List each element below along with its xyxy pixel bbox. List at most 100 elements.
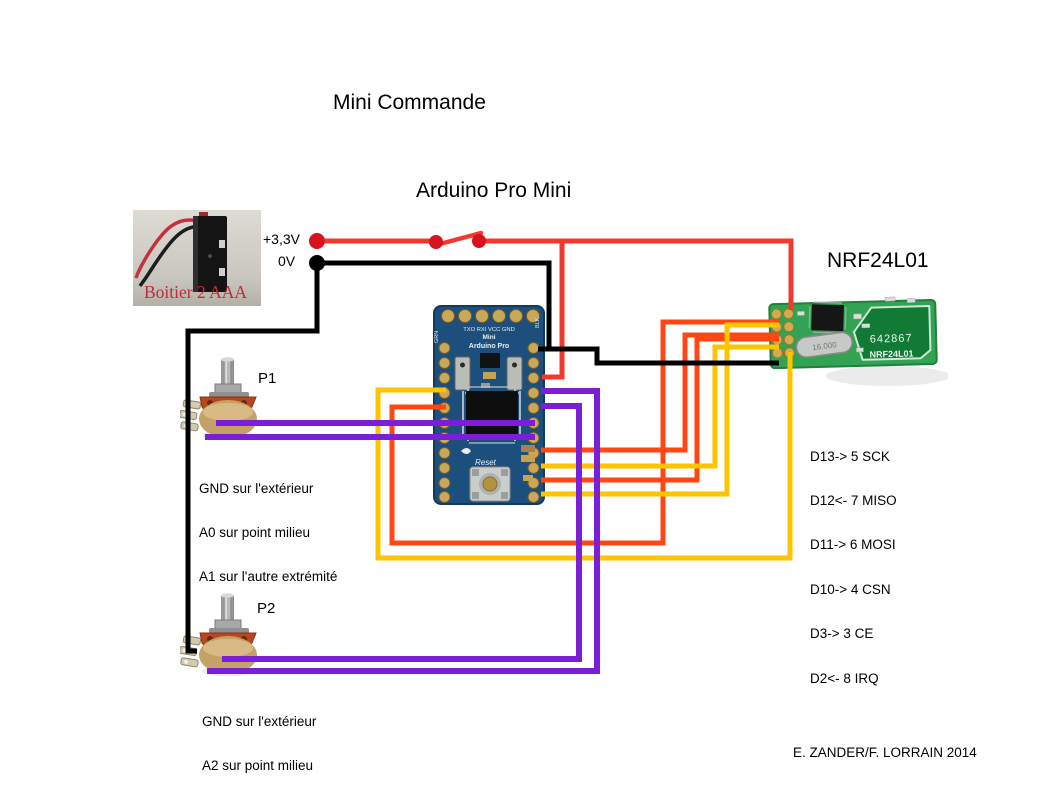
arduino-mini-silkscreen: Mini [483,334,496,341]
page-title: Mini Commande [333,91,486,114]
battery-contact-top [219,240,225,248]
pot2-photo [180,593,257,676]
arduino-mcu [462,386,521,444]
pin-map-miso: D12<- 7 MISO [810,492,897,508]
pot1-note-a1: A1 sur l'autre extrémité [199,568,338,584]
arduino-blk-label: BLK [535,317,541,328]
pot1-notes: GND sur l'extérieur A0 sur point milieu … [199,453,337,614]
switch-contact-left-dot [429,235,443,249]
pot2-note-gnd: GND sur l'extérieur [202,714,317,730]
battery-black-lead [138,224,204,288]
battery-holder-highlight [193,216,198,292]
arduino-smd [521,455,535,462]
battery-screw [208,254,212,258]
nrf-pcb-group: 642867 NRF24L01 16.000 [768,296,938,370]
arduino-component-left [454,356,471,391]
nrf-name-silkscreen: NRF24L01 [869,348,913,359]
arduino-component-dot [512,362,517,368]
pot2-body-highlight [203,639,253,657]
nrf-serial-silkscreen: 642867 [870,332,913,345]
pin-map-mosi: D11-> 6 MOSI [810,537,896,553]
pot1-shaft-top [221,357,234,362]
arduino-mcu-body [466,391,518,439]
switch-lever [433,230,484,248]
pot2-lug-hole [183,659,188,664]
arduino-regulator [480,353,500,368]
nrf-antenna-zone [852,305,932,361]
pot1-body-highlight [203,403,253,421]
battery-minus-terminal-dot [309,255,325,271]
battery-red-lead [134,218,202,279]
nrf-shadow [826,366,948,386]
arduino-pro-silkscreen: Arduino Pro [469,343,509,350]
nrf-module-photo: 642867 NRF24L01 16.000 [768,296,948,386]
battery-photo: Boitier 2 AAA [133,210,261,306]
pin-map-csn: D10-> 4 CSN [810,581,891,597]
pot2-note-a2: A2 sur point milieu [202,757,314,773]
nrf-pin-mapping: D13-> 5 SCK D12<- 7 MISO D11-> 6 MOSI D1… [810,420,897,716]
battery-caption: Boitier 2 AAA [144,282,247,302]
arduino-reset-silkscreen: Reset [475,458,497,467]
nrf-title: NRF24L01 [827,249,929,272]
arduino-pad [475,309,489,323]
pin-map-ce: D3-> 3 CE [810,626,874,642]
arduino-board: GRN BLK TXO RXI VCC GND Mini Arduino Pro… [433,305,545,505]
pot2-lugs [180,635,202,668]
pot2-lug [182,635,202,646]
arduino-reset-button [469,466,511,502]
pot2-notes: GND sur l'extérieur A2 sur point milieu … [202,686,340,793]
wire-vcc-arduino-branch [542,241,565,380]
pin-map-irq: D2<- 8 IRQ [810,670,879,686]
arduino-pad [509,309,523,323]
arduino-pad [458,309,472,323]
wire-d13-sck [541,332,779,453]
pot1-lug [182,399,202,410]
arduino-smd [521,445,535,452]
nrf-crystal-can [795,331,853,358]
arduino-reset-corner [501,469,508,476]
arduino-capacitor [483,372,496,379]
pot2-shaft-top [221,593,234,598]
wire-d10-csn [541,322,779,497]
wire-vcc-segment2 [479,238,794,310]
credit-line: E. ZANDER/F. LORRAIN 2014 [793,745,977,760]
wire-d11-mosi [541,336,779,483]
red-wires [309,230,794,380]
nrf-chip-body [811,304,844,332]
zero-volt-label: 0V [278,253,296,269]
arduino-reset-corner [501,492,508,499]
switch-contact-right-dot [472,234,486,248]
pot1-lug [180,410,198,421]
pot2-lug [180,657,199,668]
pot1-note-a0: A0 sur point milieu [199,524,311,540]
nrf-crystal: 16.000 [795,331,853,358]
nrf-passives [797,296,916,353]
pot1-photo [180,357,257,440]
pin-map-sck: D13-> 5 SCK [810,448,890,464]
wire-gnd-to-nrf [538,346,779,366]
arduino-reset-plunger [482,476,498,492]
arduino-smd [523,475,533,481]
arduino-component-right [506,356,523,391]
nrf-crystal-label: 16.000 [812,340,838,352]
plus-3v3-label: +3,3V [263,231,300,247]
pot2-nut [214,619,242,630]
pot1-lugs [180,399,202,432]
wire-d12-miso [541,344,779,469]
nrf-chip [808,301,847,334]
arduino-pad [492,309,506,323]
pot2-lug [180,646,198,657]
arduino-grn-label: GRN [434,331,440,343]
arduino-component-dot [460,362,465,368]
battery-plus-terminal-dot [309,233,325,249]
arduino-title: Arduino Pro Mini [416,179,572,202]
arduino-pad [441,309,455,323]
pot1-nut [214,383,242,394]
pot1-lug [180,421,199,432]
arduino-header-silkscreen: TXO RXI VCC GND [463,327,515,333]
battery-contact-bottom [219,268,225,276]
pot1-note-gnd: GND sur l'extérieur [199,481,314,497]
arduino-reset-corner [472,469,479,476]
arduino-reset-corner [472,492,479,499]
